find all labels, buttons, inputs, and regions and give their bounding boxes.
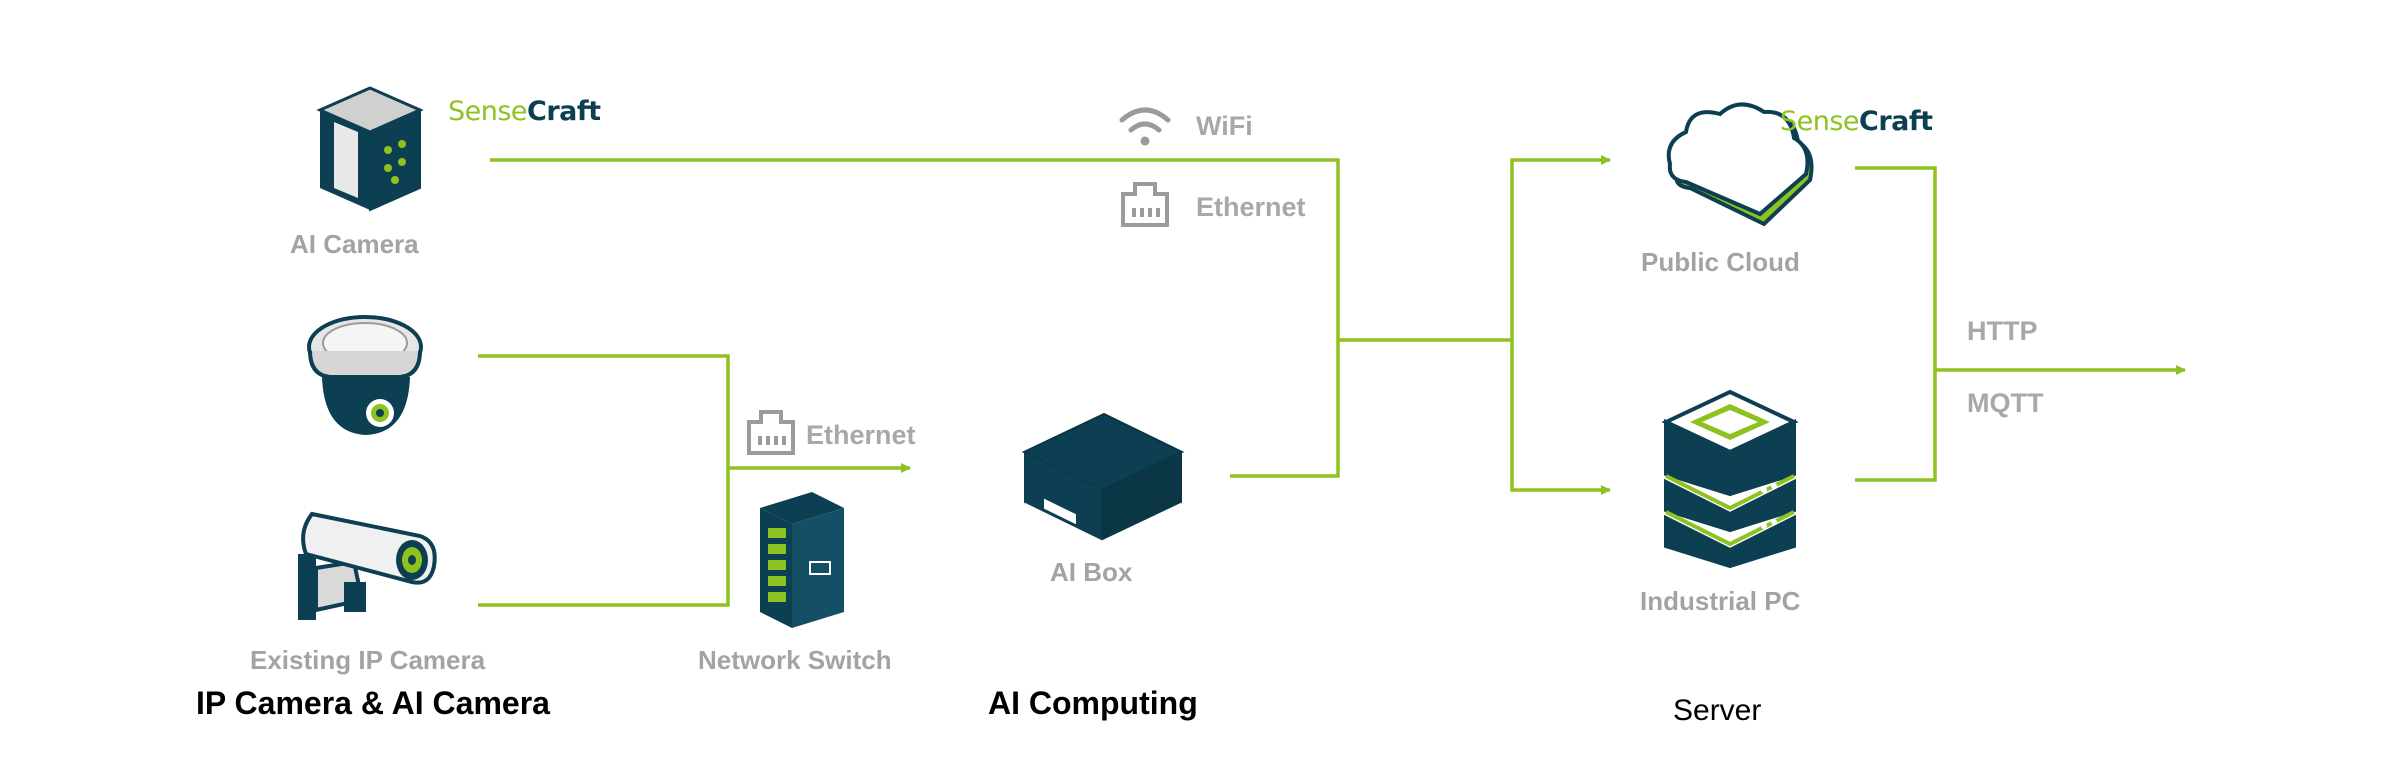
- network-switch-label: Network Switch: [698, 645, 892, 675]
- network-switch-icon: [760, 492, 844, 628]
- line-ai-camera: [490, 158, 1340, 340]
- group-label-server: Server: [1673, 694, 1762, 727]
- public-cloud-label: Public Cloud: [1641, 247, 1800, 277]
- line-dome-camera: [478, 354, 730, 607]
- line-ai-box: [1230, 340, 1340, 478]
- server-stack-icon: [1661, 389, 1799, 568]
- dome-camera-icon: [307, 315, 423, 435]
- ethernet-label: Ethernet: [1196, 192, 1306, 222]
- line-to-cloud: [1510, 155, 1611, 340]
- ai-box-icon: [1021, 412, 1185, 544]
- ethernet-port-icon: [1121, 182, 1169, 227]
- wifi-label: WiFi: [1196, 111, 1253, 141]
- sensecraft-logo: SenseCraft: [1780, 106, 1933, 137]
- industrial-pc-label: Industrial PC: [1640, 586, 1801, 616]
- http-label: HTTP: [1967, 316, 2038, 346]
- ai-camera-icon: [316, 86, 424, 212]
- ethernet-label: Ethernet: [806, 420, 916, 450]
- line-cloud-out: [1855, 166, 1937, 482]
- existing-ip-camera-label: Existing IP Camera: [250, 645, 486, 675]
- sensecraft-logo: SenseCraft: [448, 96, 601, 127]
- ai-box-label: AI Box: [1050, 557, 1133, 587]
- group-label-computing: AI Computing: [988, 685, 1198, 721]
- line-to-ipc: [1510, 340, 1611, 495]
- ethernet-port-icon: [747, 410, 795, 455]
- group-label-cameras: IP Camera & AI Camera: [196, 685, 550, 721]
- cloud-icon: [1666, 102, 1814, 227]
- bullet-camera-icon: [298, 511, 437, 620]
- mqtt-label: MQTT: [1967, 388, 2044, 418]
- ai-camera-label: AI Camera: [290, 229, 419, 259]
- wifi-icon: [1119, 107, 1171, 146]
